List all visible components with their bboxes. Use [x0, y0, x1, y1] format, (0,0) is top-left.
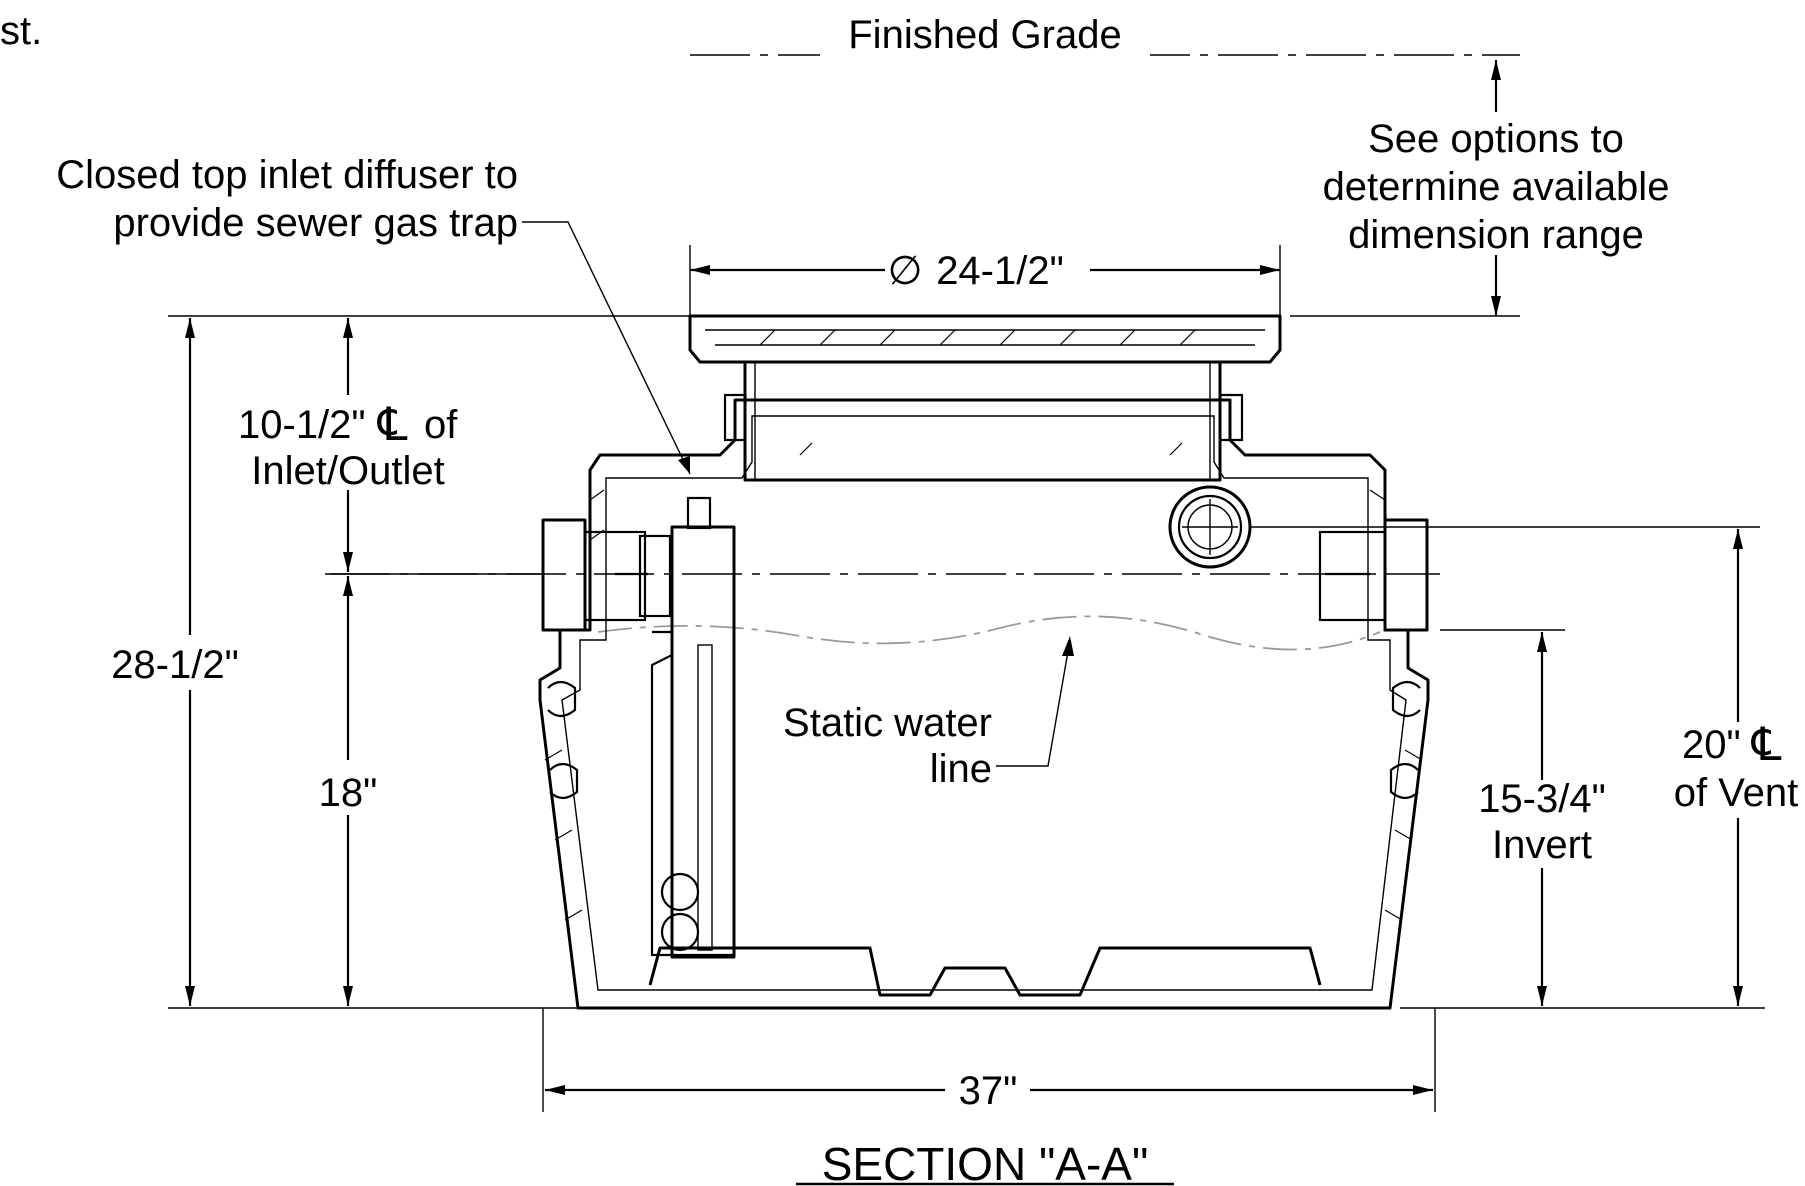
diffuser-note: Closed top inlet diffuser to provide sew… — [56, 153, 691, 475]
inlet-coupling — [638, 534, 672, 618]
section-title-text: SECTION "A-A" — [822, 1138, 1149, 1186]
left-rib-lower — [549, 762, 579, 800]
options-note-line-1: See options to — [1368, 117, 1624, 161]
diffuser-baffle — [650, 630, 734, 957]
diffuser-note-line-1: Closed top inlet diffuser to — [56, 153, 518, 197]
diffuser-vent-stub — [686, 496, 712, 530]
inlet-cl-of: of — [424, 403, 458, 447]
vent-label: of Vent — [1674, 771, 1799, 815]
tank-outer-shell — [538, 398, 1430, 1010]
diffuser-body — [670, 525, 736, 959]
options-note-line-2: determine available — [1323, 165, 1670, 209]
riser-clip-left — [723, 393, 747, 442]
outlet-hub — [1383, 518, 1429, 632]
total-height-label: 28-1/2" — [111, 643, 239, 687]
tank-floor — [648, 946, 1322, 997]
finished-grade-label: Finished Grade — [848, 13, 1121, 57]
vent-cl-symbol: ℄ — [1751, 718, 1782, 770]
cover-lid — [688, 314, 1282, 364]
inlet-pipe — [583, 530, 647, 622]
riser-clip-right — [1218, 393, 1244, 442]
dim-18-label: 18" — [319, 771, 378, 815]
vent-middle-ring — [1177, 494, 1243, 560]
diameter-value: 24-1/2" — [936, 249, 1064, 293]
right-rib-lower — [1389, 762, 1419, 800]
right-dimensions: 15-3/4" Invert 20" ℄ of Vent — [1250, 526, 1799, 1009]
interceptor-tank — [538, 398, 1430, 1010]
inlet-assembly — [541, 496, 736, 959]
diffuser-hole-upper — [660, 872, 700, 912]
outlet-pipe — [1318, 530, 1387, 622]
section-title: SECTION "A-A" — [796, 1138, 1174, 1186]
static-water-line — [597, 615, 1381, 651]
riser-neck — [743, 360, 1222, 482]
tank-inner-shell — [561, 415, 1407, 991]
water-note-line-1: Static water — [783, 701, 992, 745]
invert-value: 15-3/4" — [1478, 777, 1606, 821]
options-note-line-3: dimension range — [1348, 213, 1644, 257]
cover-lid-inner — [705, 329, 1265, 346]
vent-value: 20" — [1682, 723, 1741, 767]
diffuser-leader — [522, 221, 691, 475]
left-dimensions: 28-1/2" 10-1/2" ℄ of Inlet/Outlet 18" — [111, 315, 690, 1009]
invert-label: Invert — [1492, 823, 1592, 867]
water-note: Static water line — [783, 636, 1074, 791]
fragment-text: st. — [0, 9, 42, 53]
diffuser-note-line-2: provide sewer gas trap — [113, 201, 518, 245]
inlet-outlet-label: Inlet/Outlet — [251, 449, 444, 493]
water-note-leader — [996, 639, 1071, 767]
diffuser-slot — [697, 644, 713, 951]
inlet-hub — [541, 518, 587, 632]
water-note-line-2: line — [930, 747, 992, 791]
right-rib-upper — [1391, 680, 1421, 718]
options-dimension: See options to determine available dimen… — [1290, 60, 1670, 317]
vent-fitting — [1168, 485, 1252, 569]
width-value: 37" — [959, 1069, 1018, 1113]
width-dimension: 37" — [542, 1008, 1436, 1113]
diffuser-hole-lower — [660, 912, 700, 952]
diameter-symbol: ∅ — [888, 249, 923, 293]
diameter-dimension: ∅ 24-1/2" — [689, 245, 1281, 316]
inlet-cl-symbol: ℄ — [377, 398, 408, 450]
inlet-cl-value: 10-1/2" — [238, 403, 366, 447]
cover-assembly — [688, 314, 1282, 482]
finished-grade: Finished Grade — [690, 13, 1520, 60]
left-rib-upper — [547, 680, 577, 718]
outlet-assembly — [1318, 518, 1429, 632]
